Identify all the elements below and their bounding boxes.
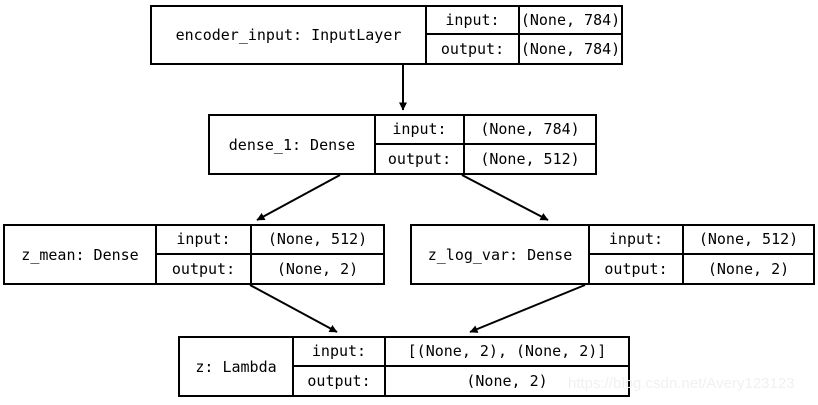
edge-z-mean-to-z [249, 284, 338, 333]
node-z-log-var-output-label: output: [590, 254, 684, 283]
node-z-lambda-output-row: output: (None, 2) [294, 366, 628, 395]
node-z-mean-input-row: input: (None, 512) [157, 226, 383, 255]
node-encoder-input[interactable]: encoder_input: InputLayer input: (None, … [150, 5, 623, 65]
node-z-mean-io: input: (None, 512) output: (None, 2) [157, 226, 383, 283]
node-dense-1-output-shape: (None, 512) [480, 149, 580, 168]
node-dense-1[interactable]: dense_1: Dense input: (None, 784) output… [208, 114, 597, 175]
edge-dense-1-to-z-log-var [461, 174, 549, 221]
edge-z-log-var-to-z [469, 284, 586, 333]
node-encoder-input-input-shape: (None, 784) [520, 11, 621, 29]
node-z-lambda-input-label: input: [294, 338, 386, 365]
node-z-log-var-name: z_log_var: Dense [412, 226, 590, 283]
node-encoder-input-output-shape: (None, 784) [520, 40, 621, 58]
node-dense-1-output-row: output: (None, 512) [376, 144, 595, 173]
node-encoder-input-io: input: (None, 784) output: (None, 784) [427, 7, 621, 63]
node-dense-1-name: dense_1: Dense [210, 116, 376, 173]
node-z-mean-input-label: input: [157, 226, 252, 253]
node-z-lambda-output-label: output: [294, 366, 386, 395]
node-z-mean-output-row: output: (None, 2) [157, 254, 383, 283]
node-z-mean[interactable]: z_mean: Dense input: (None, 512) output:… [3, 224, 385, 285]
node-dense-1-io: input: (None, 784) output: (None, 512) [376, 116, 595, 173]
node-dense-1-output-label: output: [376, 144, 465, 173]
node-z-lambda-io: input: [(None, 2), (None, 2)] output: (N… [294, 338, 628, 395]
node-z-log-var-output-row: output: (None, 2) [590, 254, 813, 283]
node-z-lambda-output-shape: (None, 2) [466, 371, 548, 390]
node-encoder-input-output-row: output: (None, 784) [427, 35, 621, 63]
node-dense-1-input-shape: (None, 784) [480, 120, 580, 139]
node-z-log-var[interactable]: z_log_var: Dense input: (None, 512) outp… [410, 224, 815, 285]
node-encoder-input-name: encoder_input: InputLayer [152, 7, 427, 63]
node-z-lambda-input-row: input: [(None, 2), (None, 2)] [294, 338, 628, 367]
node-z-mean-output-label: output: [157, 254, 252, 283]
node-z-lambda[interactable]: z: Lambda input: [(None, 2), (None, 2)] … [178, 336, 630, 397]
node-z-lambda-input-shape: [(None, 2), (None, 2)] [407, 342, 607, 361]
node-z-lambda-name: z: Lambda [180, 338, 294, 395]
node-z-log-var-output-shape: (None, 2) [707, 259, 790, 278]
node-z-mean-input-shape: (None, 512) [267, 230, 368, 249]
node-z-log-var-input-label: input: [590, 226, 684, 253]
edge-dense-1-to-z-mean [256, 174, 341, 221]
node-z-mean-output-shape: (None, 2) [276, 259, 359, 278]
node-dense-1-input-label: input: [376, 116, 465, 143]
node-z-mean-name: z_mean: Dense [5, 226, 157, 283]
node-z-log-var-input-row: input: (None, 512) [590, 226, 813, 255]
node-encoder-input-input-label: input: [427, 7, 520, 33]
watermark-text: https://blog.csdn.net/Avery123123 [568, 375, 795, 392]
node-dense-1-input-row: input: (None, 784) [376, 116, 595, 145]
node-encoder-input-output-label: output: [427, 35, 520, 63]
node-encoder-input-input-row: input: (None, 784) [427, 7, 621, 35]
node-z-log-var-input-shape: (None, 512) [698, 230, 799, 249]
node-z-log-var-io: input: (None, 512) output: (None, 2) [590, 226, 813, 283]
